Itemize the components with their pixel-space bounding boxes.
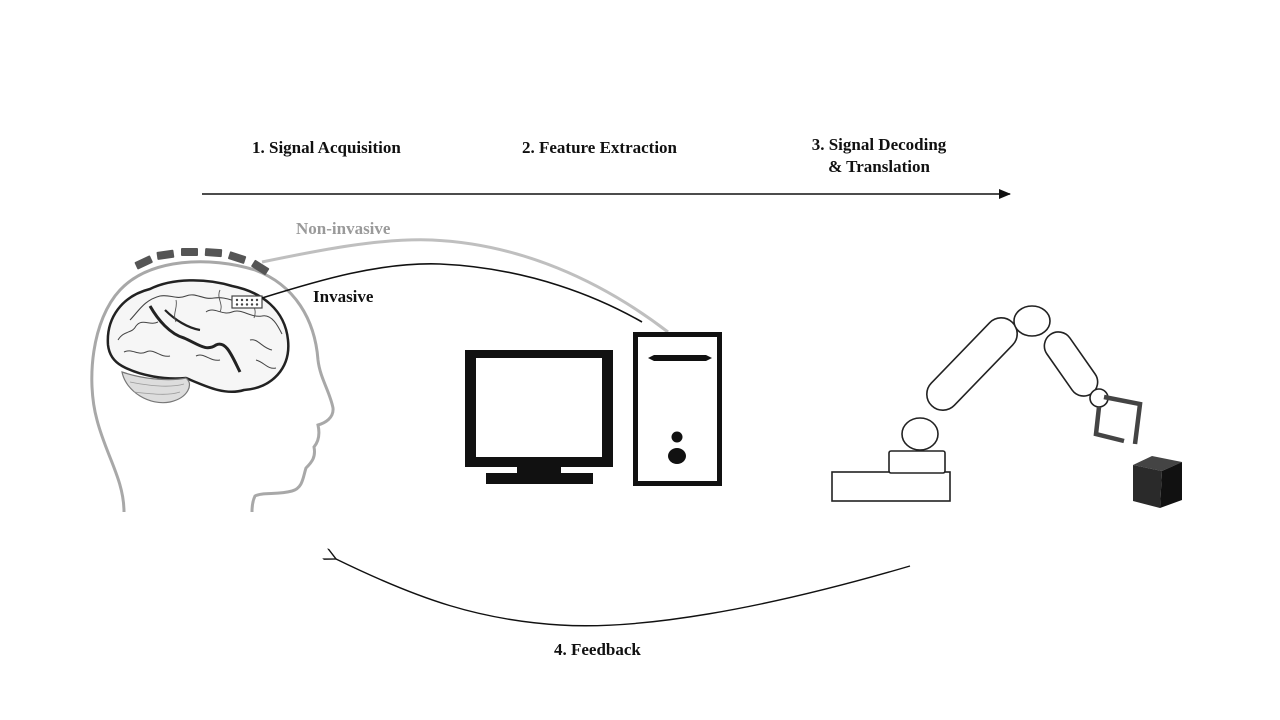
robotic-arm-icon <box>831 305 1143 502</box>
step-signal-decoding-line1: 3. Signal Decoding <box>811 135 947 154</box>
non-invasive-wire <box>261 238 669 334</box>
step-signal-acquisition: 1. Signal Acquisition <box>252 138 401 157</box>
monitor-icon <box>465 350 613 484</box>
head-brain-icon <box>90 260 335 513</box>
feedback-arrow <box>336 559 911 627</box>
step-signal-decoding-line2: & Translation <box>828 157 930 176</box>
electrode-cap-icon <box>134 248 270 276</box>
label-invasive: Invasive <box>313 287 374 306</box>
computer-tower-icon <box>633 332 722 486</box>
step-signal-decoding: 3. Signal Decoding & Translation <box>792 134 966 178</box>
step-feature-extraction: 2. Feature Extraction <box>522 138 678 157</box>
implant-array-icon <box>231 295 263 309</box>
step-feedback: 4. Feedback <box>554 640 641 659</box>
invasive-wire <box>261 263 643 323</box>
cube-object-icon <box>1133 456 1182 508</box>
label-non-invasive: Non-invasive <box>296 219 391 238</box>
